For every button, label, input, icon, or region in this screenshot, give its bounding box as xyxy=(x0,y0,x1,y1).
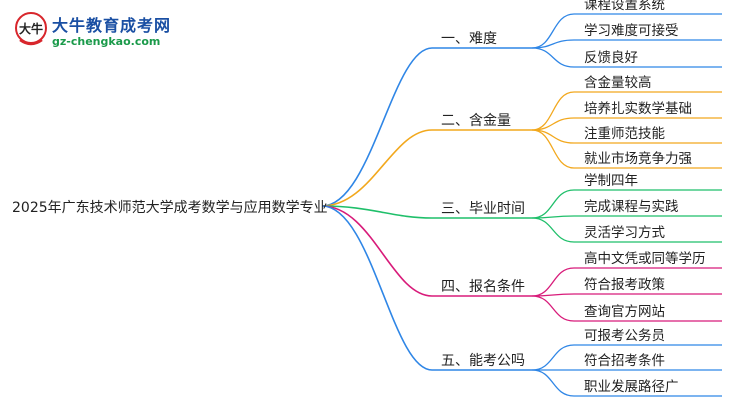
logo-mark-icon: 大牛 xyxy=(15,12,47,46)
leaf-connector xyxy=(531,217,575,243)
mindmap-links xyxy=(321,13,722,397)
leaf-connector xyxy=(531,267,575,297)
root-topic: 2025年广东技术师范大学成考数学与应用数学专业 xyxy=(12,199,328,216)
leaf-connector xyxy=(531,13,575,49)
branch-connector xyxy=(321,47,433,207)
branch-label: 五、能考公吗 xyxy=(441,353,525,369)
leaf-label: 可报考公务员 xyxy=(584,328,665,344)
leaf-label: 课程设置系统 xyxy=(584,0,665,13)
logo: 大牛 大牛教育成考网 gz-chengkao.com xyxy=(14,10,184,56)
leaf-label: 学制四年 xyxy=(584,173,638,189)
leaf-label: 符合招考条件 xyxy=(584,352,665,369)
leaf-label: 查询官方网站 xyxy=(584,304,665,320)
leaf-connector xyxy=(531,369,575,397)
leaf-connector xyxy=(531,91,575,131)
leaf-label: 就业市场竞争力强 xyxy=(584,150,692,167)
branch-connector xyxy=(321,205,433,219)
leaf-label: 灵活学习方式 xyxy=(584,225,665,241)
leaf-connector xyxy=(531,47,575,68)
leaf-label: 职业发展路径广 xyxy=(584,379,679,395)
leaf-label: 培养扎实数学基础 xyxy=(584,100,692,117)
leaf-connector xyxy=(531,189,575,219)
leaf-label: 高中文凭或同等学历 xyxy=(584,250,706,267)
logo-url: gz-chengkao.com xyxy=(52,35,161,48)
leaf-label: 含金量较高 xyxy=(584,74,652,91)
leaf-label: 学习难度可接受 xyxy=(584,22,679,39)
branch-label: 三、毕业时间 xyxy=(441,201,525,217)
leaf-label: 符合报考政策 xyxy=(584,276,665,293)
branch-connector xyxy=(321,129,433,207)
leaf-connector xyxy=(531,129,575,144)
logo-name: 大牛教育成考网 xyxy=(52,16,172,35)
leaf-connector xyxy=(531,295,575,322)
branch-label: 四、报名条件 xyxy=(441,278,525,295)
leaf-label: 注重师范技能 xyxy=(584,126,665,142)
leaf-label: 反馈良好 xyxy=(584,50,638,66)
branch-label: 一、难度 xyxy=(441,31,497,47)
logo-mark-text: 大牛 xyxy=(19,21,43,36)
branch-connector xyxy=(321,205,433,297)
leaf-connector xyxy=(531,344,575,371)
leaf-connector xyxy=(531,129,575,169)
branch-connector xyxy=(321,205,433,371)
leaf-label: 完成课程与实践 xyxy=(584,199,679,215)
branch-label: 二、含金量 xyxy=(441,113,511,129)
